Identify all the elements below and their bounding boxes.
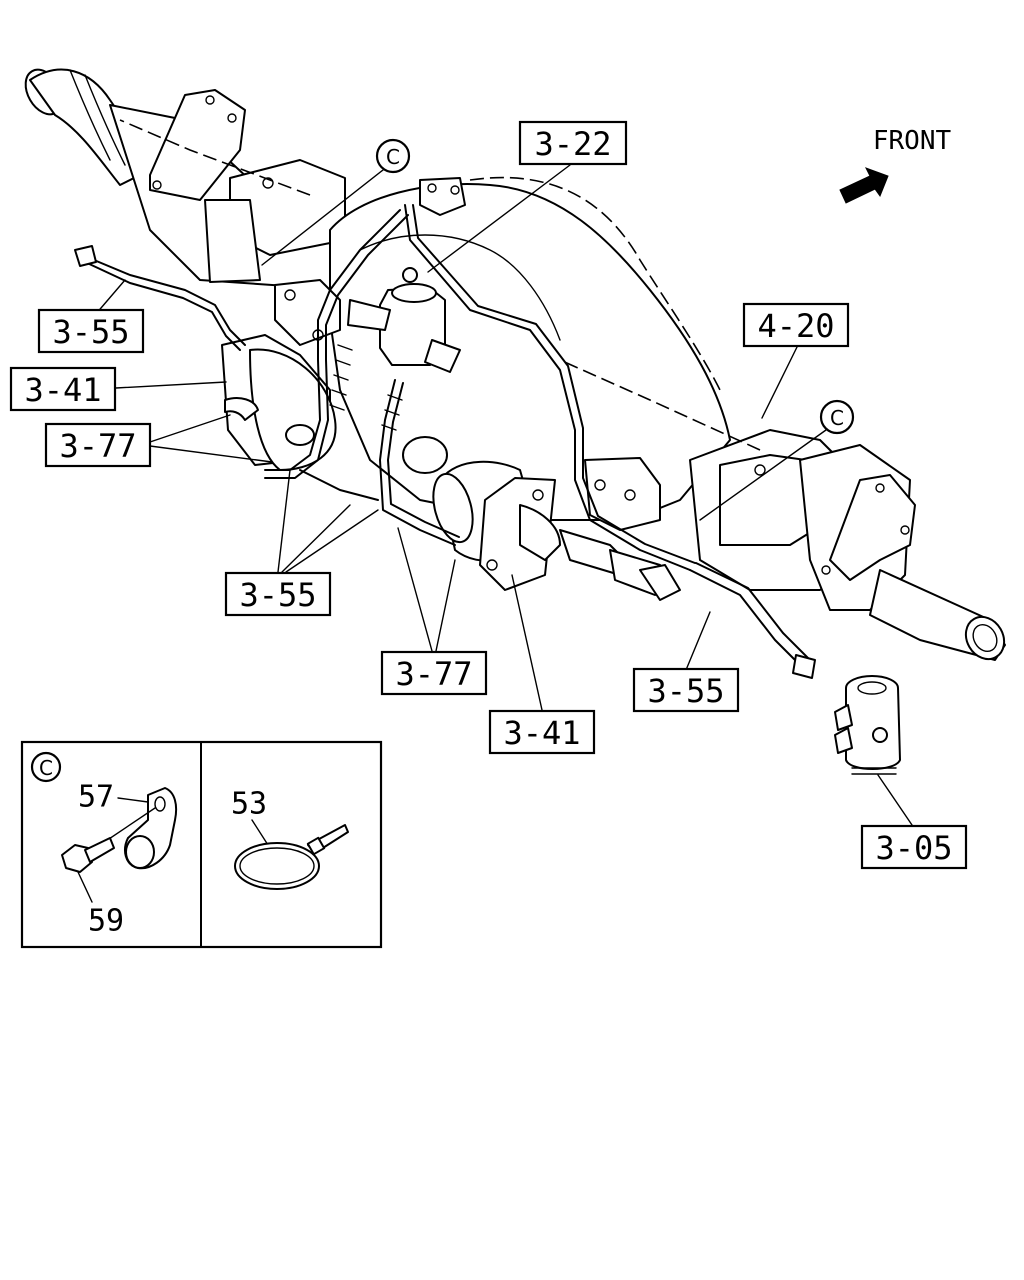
band-drawing	[234, 842, 320, 890]
label-3-77-left: 3-77	[44, 422, 152, 468]
label-3-05-text: 3-05	[875, 829, 952, 867]
band-number: 53	[231, 787, 267, 822]
brake-components-drawing	[74, 204, 816, 679]
label-4-20: 4-20	[742, 302, 850, 348]
axle-housing-drawing	[24, 68, 1006, 661]
front-text: FRONT	[873, 126, 952, 156]
front-arrow-icon	[839, 167, 889, 204]
label-3-77-center-text: 3-77	[395, 655, 472, 693]
detail-c-inset: C 57 59 53	[20, 740, 383, 949]
label-3-77-center: 3-77	[380, 650, 488, 696]
label-3-55-right: 3-55	[632, 667, 740, 713]
label-3-41-center-text: 3-41	[503, 714, 580, 752]
label-3-55-right-text: 3-55	[647, 672, 724, 710]
callout-c-top-text: C	[386, 145, 400, 169]
label-3-05: 3-05	[860, 824, 968, 870]
label-3-41-left-text: 3-41	[24, 371, 101, 409]
callout-c-right: C	[819, 399, 855, 435]
front-indicator: FRONT	[839, 126, 952, 204]
label-3-41-left: 3-41	[9, 366, 117, 412]
bolt-drawing	[61, 844, 93, 873]
callout-c-top: C	[375, 138, 411, 174]
label-3-22: 3-22	[518, 120, 628, 166]
detail-c-letter: C	[39, 756, 53, 780]
label-3-77-left-text: 3-77	[59, 427, 136, 465]
label-3-55-center-text: 3-55	[239, 576, 316, 614]
label-3-22-text: 3-22	[534, 125, 611, 163]
label-3-55-left-text: 3-55	[52, 313, 129, 351]
bolt-number: 59	[88, 904, 124, 939]
label-3-41-center: 3-41	[488, 709, 596, 755]
label-3-55-left: 3-55	[37, 308, 145, 354]
label-3-55-center: 3-55	[224, 571, 332, 617]
fitting-part-drawing	[834, 675, 901, 775]
label-4-20-text: 4-20	[757, 307, 834, 345]
callout-c-right-text: C	[830, 406, 844, 430]
leader-lines	[94, 164, 913, 826]
clamp-number: 57	[78, 780, 114, 815]
